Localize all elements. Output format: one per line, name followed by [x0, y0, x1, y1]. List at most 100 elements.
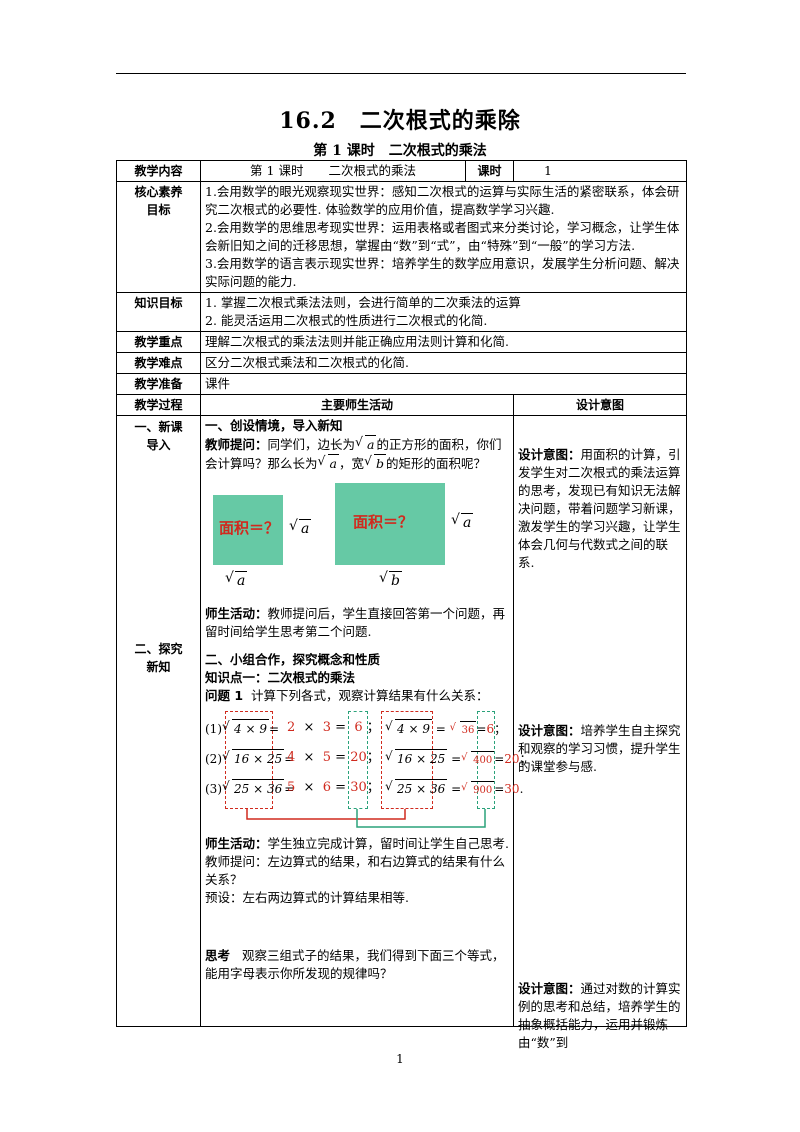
section-heading-2: 二、小组合作，探究概念和性质 — [205, 652, 381, 667]
calc-eq: = — [451, 782, 462, 796]
calc-right: 16 × 25 =400=20； — [385, 747, 532, 770]
calc-factors: 4 × 5 = 20； — [287, 749, 380, 767]
label-knowledge: 知识目标 — [116, 292, 201, 332]
calc-eq: = — [451, 752, 462, 766]
arrow-red — [246, 809, 406, 820]
row-content: 教学内容 第 1 课时 二次根式的乘法 课时 1 — [116, 160, 687, 182]
label-key: 教学重点 — [116, 331, 201, 353]
calc-row: (3)25 × 36= — [205, 777, 294, 798]
calc-left: 4 × 9 — [222, 717, 269, 738]
design-label: 设计意图： — [518, 723, 581, 738]
lesson-subtitle: 第 1 课时 二次根式的乘法 — [313, 143, 487, 159]
teacher-question-text: 同学们，边长为 — [267, 437, 356, 452]
question-label: 问题 1 — [205, 688, 244, 703]
label-activities: 主要师生活动 — [200, 394, 514, 416]
activity-text: 学生独立完成计算，留时间让学生自己思考. — [267, 836, 509, 851]
question-1: 问题 1 计算下列各式，观察计算结果有什么关系： — [205, 687, 509, 705]
step-1-label-b: 导入 — [146, 438, 171, 452]
calc-index: (3) — [205, 782, 222, 796]
calc-result: 30 — [350, 780, 367, 795]
calc-factor: 5 — [322, 750, 331, 765]
sqrt-b: b — [364, 452, 386, 473]
calc-left: 25 × 36 — [222, 777, 285, 798]
calc-row: (1)4 × 9= — [205, 717, 279, 738]
design-label: 设计意图： — [518, 981, 581, 996]
calc-eq: = — [494, 752, 505, 766]
row-process-header: 教学过程 主要师生活动 设计意图 — [116, 394, 687, 416]
arrow-green — [356, 809, 486, 828]
page-number: 1 — [396, 1052, 404, 1066]
calc-eq: = — [335, 780, 347, 795]
hours-value: 1 — [513, 160, 687, 182]
calc-right: 4 × 9 = 36=6； — [385, 717, 506, 740]
calc-factor: 6 — [322, 780, 331, 795]
page-title: 16.2 二次根式的乘除 — [279, 108, 521, 134]
step-2-label-a: 二、探究 — [134, 642, 183, 656]
design-text: 用面积的计算，引发学生对二次根式的乘法运算的思考，发现已有知识无法解决问题，带着… — [518, 447, 681, 570]
side-label: a — [451, 511, 474, 532]
calc-eq: = — [335, 750, 347, 765]
teacher-question-text: 的正方形的面积，你们会计算吗？那么长为 — [205, 437, 502, 471]
calc-result: 20 — [350, 750, 367, 765]
row-core: 核心素养目标 1.会用数学的眼光观察现实世界：感知二次根式的运算与实际生活的紧密… — [116, 181, 687, 293]
area-question: 面积＝？ — [219, 519, 280, 537]
calc-times: × — [303, 750, 315, 765]
step-column: 一、新课导入 二、探究新知 — [116, 415, 201, 1027]
think-prompt: 思考 观察三组式子的结果，我们得到下面三个等式，能用字母表示你所发现的规律吗？ — [205, 947, 509, 983]
teacher-question-text: ，宽 — [338, 456, 364, 471]
label-design: 设计意图 — [513, 394, 687, 416]
calc-right-root: 36 — [450, 719, 477, 740]
sqrt-b: b — [379, 569, 402, 590]
row-difficulty: 教学难点 区分二次根式乘法和二次根式的化简. — [116, 352, 687, 374]
calc-sep: ； — [366, 720, 380, 735]
prep-value: 课件 — [200, 373, 687, 395]
lesson-plan-table: 教学内容 第 1 课时 二次根式的乘法 课时 1 核心素养目标 1.会用数学的眼… — [116, 160, 687, 1050]
rectangle-shape — [335, 483, 445, 565]
core-item: 2.会用数学的思维思考现实世界：运用表格或者图式来分类讨论，学习概念，让学生体会… — [205, 220, 680, 253]
knowledge-item: 1. 掌握二次根式乘法法则，会进行简单的二次乘法的运算 — [205, 295, 521, 310]
calc-eq: = — [435, 722, 446, 736]
teacher-question-text: 的矩形的面积呢？ — [386, 456, 487, 471]
preset-answer: 预设：左右两边算式的计算结果相等. — [205, 890, 409, 905]
design-cell: 设计意图： 用面积的计算，引发学生对二次根式的乘法运算的思考，发现已有知识无法解决… — [513, 415, 687, 1050]
side-label: b — [379, 569, 402, 590]
activity-label: 师生活动： — [205, 606, 268, 621]
activities-cell: 一、创设情境，导入新知 教师提问：同学们，边长为a的正方形的面积，你们会计算吗？… — [200, 415, 532, 1027]
section-heading-1: 一、创设情境，导入新知 — [205, 418, 343, 433]
label-content: 教学内容 — [116, 160, 201, 182]
calc-index: (1) — [205, 722, 222, 736]
sqrt-a: a — [225, 569, 248, 590]
core-item: 1.会用数学的眼光观察现实世界：感知二次根式的运算与实际生活的紧密联系，体会研究… — [205, 184, 680, 217]
calc-factor: 3 — [322, 720, 331, 735]
area-question: 面积＝？ — [353, 513, 414, 531]
row-knowledge: 知识目标 1. 掌握二次根式乘法法则，会进行简单的二次乘法的运算 2. 能灵活运… — [116, 292, 687, 332]
calc-sep: ； — [366, 780, 380, 795]
row-key: 教学重点 理解二次根式的乘法法则并能正确应用法则计算和化简. — [116, 331, 687, 353]
activity-label: 师生活动： — [205, 836, 268, 851]
calc-right-root: 400 — [461, 749, 495, 770]
core-item: 3.会用数学的语言表示现实世界：培养学生的数学应用意识，发展学生分析问题、解决实… — [205, 256, 680, 289]
step-1: 一、新课导入 — [117, 418, 200, 454]
calc-left: 16 × 25 — [222, 747, 285, 768]
question-text: 计算下列各式，观察计算结果有什么关系： — [251, 688, 489, 703]
calc-right-expr: 25 × 36 — [385, 777, 448, 798]
connector-arrows — [246, 809, 486, 828]
design-text: 培养学生自主探究和观察的学习习惯，提升学生的课堂参与感. — [518, 723, 681, 774]
calc-right-result: 6 — [486, 722, 495, 736]
row-prep: 教学准备 课件 — [116, 373, 687, 395]
knowledge-point: 知识点一：二次根式的乘法 — [205, 670, 356, 685]
design-note-3: 设计意图：通过对数的计算实例的思考和总结，培养学生的抽象概括能力，运用并锻炼由“… — [518, 980, 682, 1052]
calc-factor: 2 — [287, 720, 296, 735]
label-core-2: 目标 — [146, 203, 171, 217]
calc-index: (2) — [205, 752, 222, 766]
calculation-figure: (1)4 × 9= 2 × 3 = 6 ； 4 × 9 = 36=6； (2)1… — [205, 705, 532, 835]
square-shape — [213, 495, 283, 565]
label-core: 核心素养目标 — [116, 181, 201, 293]
teacher-student-activity: 师生活动：教师提问后，学生直接回答第一个问题，再留时间给学生思考第二个问题. — [205, 605, 509, 641]
label-process: 教学过程 — [116, 394, 201, 416]
step-1-label-a: 一、新课 — [134, 420, 183, 434]
calc-factor: 5 — [287, 780, 296, 795]
calc-result: 6 — [354, 720, 363, 735]
sqrt-a: a — [451, 511, 474, 532]
